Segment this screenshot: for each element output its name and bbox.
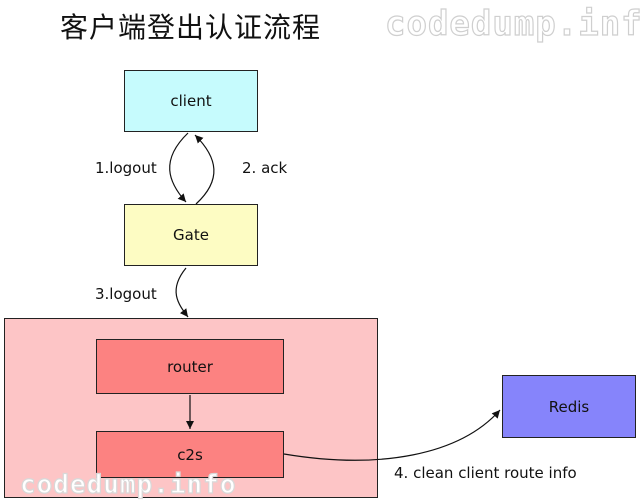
edge-label-clean-route-info: 4. clean client route info	[394, 464, 577, 482]
diagram-title: 客户端登出认证流程	[60, 11, 322, 44]
watermark-bottom: codedump.info	[19, 469, 237, 500]
edge-label-logout-3: 3.logout	[95, 285, 157, 303]
edge-label-ack: 2. ack	[242, 159, 288, 177]
watermark-top: codedump.info	[384, 3, 640, 44]
edge-c2s-to-redis	[283, 409, 501, 461]
edge-logout-gate-to-server	[175, 267, 189, 318]
router-node: router	[96, 339, 284, 394]
edge-ack-gate-to-client	[194, 134, 215, 205]
redis-node: Redis	[502, 375, 636, 438]
edge-logout-client-to-gate	[169, 132, 189, 203]
edge-label-logout-1: 1.logout	[95, 159, 157, 177]
gate-node: Gate	[124, 204, 258, 266]
client-node: client	[124, 70, 258, 132]
c2s-node: c2s	[96, 431, 284, 478]
